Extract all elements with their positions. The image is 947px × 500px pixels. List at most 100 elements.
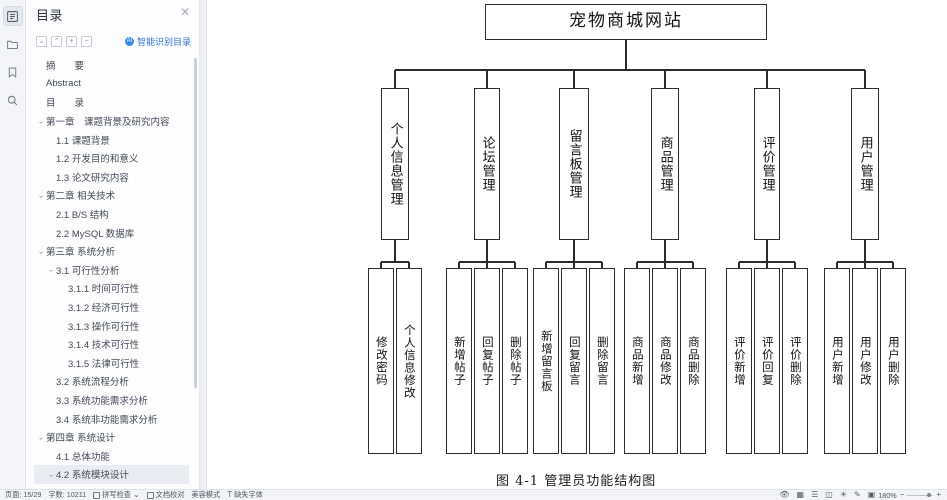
folder-icon[interactable] [3,34,23,54]
toc-item-label: 第四章 系统设计 [46,433,116,445]
toc-item[interactable]: ⌄4.2 系统模块设计 [34,465,189,484]
facing-view-icon[interactable]: ◫ [825,490,833,499]
toc-item[interactable]: ⌄3.4 系统非功能需求分析 [34,409,189,428]
leaf-bus [546,261,602,263]
expand-all-icon[interactable]: + [66,35,77,47]
toc-item[interactable]: ⌄3.1.4 技术可行性 [34,335,189,354]
smart-toc-button[interactable]: AI 智能识别目录 [124,35,191,48]
diagram-leaf-box: 新增帖子 [446,268,472,454]
toc-item[interactable]: ⌄3.1 可行性分析 [34,261,189,280]
toc-header: 目录 ✕ [26,0,199,30]
leaf-bus [637,261,693,263]
document-page: 图 4-1 管理员功能结构图 宠物商城网站个人信息管理修改密码个人信息修改论坛管… [207,0,947,489]
leaf-stem [738,262,740,268]
beauty-mode-button[interactable]: 美容模式 [191,490,221,499]
toc-item[interactable]: ⌄目 录 [34,93,189,112]
collapse-up-icon[interactable]: ⌃ [51,35,62,47]
toc-item-label: 4.3.3 数据库表设计 [68,486,149,490]
expand-down-icon[interactable]: ⌄ [36,35,47,47]
collapse-all-icon[interactable]: − [81,35,92,47]
branch-drop [486,240,488,262]
leaf-stem [794,262,796,268]
zoom-knob[interactable] [927,492,932,497]
fit-page-icon[interactable]: ▣ [867,490,876,499]
toc-item[interactable]: ⌄3.2 系统流程分析 [34,372,189,391]
close-icon[interactable]: ✕ [179,5,191,19]
zoom-level: 180% [878,490,897,500]
zoom-in-icon[interactable]: + [936,490,941,499]
zoom-out-icon[interactable]: − [899,490,905,499]
toc-item[interactable]: ⌄3.1.5 法律可行性 [34,354,189,373]
toc-item[interactable]: ⌄第一章 课题背景及研究内容 [34,112,189,131]
missing-font-label: 缺失字体 [234,490,263,499]
toc-item[interactable]: ⌄3.1.2 经济可行性 [34,298,189,317]
chevron-down-icon[interactable]: ⌄ [132,490,140,499]
proofread-button[interactable]: 文档校对 [146,490,184,500]
toc-item-label: 第一章 课题背景及研究内容 [46,117,170,129]
toc-item[interactable]: ⌄摘 要 [34,56,189,75]
toc-item[interactable]: ⌄第二章 相关技术 [34,186,189,205]
toc-title: 目录 [36,8,64,23]
word-count: 字数: 10211 [48,490,87,499]
document-canvas: 图 4-1 管理员功能结构图 宠物商城网站个人信息管理修改密码个人信息修改论坛管… [207,0,947,489]
toc-item[interactable]: ⌄Abstract [34,75,189,94]
panel-divider[interactable] [200,0,207,489]
leaf-stem [892,262,894,268]
proofread-icon [146,491,154,499]
missing-font-button[interactable]: T 缺失字体 [227,490,263,500]
diagram-leaf-box: 用户修改 [852,268,878,454]
bookmark-icon[interactable] [3,62,23,82]
toc-item[interactable]: ⌄1.3 论文研究内容 [34,168,189,187]
diagram-leaf-box: 评价新增 [726,268,752,454]
outline-icon[interactable] [2,6,23,26]
toc-item[interactable]: ⌄1.1 课题背景 [34,130,189,149]
toc-item-list[interactable]: ⌄摘 要⌄Abstract⌄目 录⌄第一章 课题背景及研究内容⌄1.1 课题背景… [26,54,199,489]
toc-item[interactable]: ⌄4.3.3 数据库表设计 [34,484,189,490]
eye-icon[interactable]: 👁 [779,490,790,499]
search-icon[interactable] [3,90,23,110]
toc-item[interactable]: ⌄2.2 MySQL 数据库 [34,223,189,242]
toc-item[interactable]: ⌄3.1.3 操作可行性 [34,316,189,335]
toc-panel: 目录 ✕ ⌄ ⌃ + − AI 智能识别目录 ⌄摘 要⌄Abstract⌄目 录… [26,0,200,489]
toc-item[interactable]: ⌄4.1 总体功能 [34,446,189,465]
branch-stem [394,70,396,88]
diagram-root-box: 宠物商城网站 [485,4,767,40]
status-bar: 页面: 15/29 字数: 10211 拼写检查 ⌄ 文档校对 美容模式 T 缺… [0,489,947,500]
figure-caption: 图 4-1 管理员功能结构图 [496,474,657,489]
toc-item[interactable]: ⌄2.1 B/S 结构 [34,205,189,224]
chevron-down-icon[interactable]: ⌄ [47,470,55,478]
toc-item[interactable]: ⌄1.2 开发目的和意义 [34,149,189,168]
toc-item[interactable]: ⌄3.1.1 时间可行性 [34,279,189,298]
web-view-icon[interactable]: ☀ [839,490,847,499]
leaf-stem [573,262,575,268]
chevron-down-icon[interactable]: ⌄ [37,433,45,441]
page-view-icon[interactable]: ▦ [796,490,805,499]
toc-item-label: 4.2 系统模块设计 [56,470,129,482]
zoom-slider[interactable] [907,492,934,497]
toc-item-label: 1.3 论文研究内容 [56,172,129,184]
toc-scrollbar[interactable] [194,58,197,388]
branch-drop [766,240,768,262]
diagram-leaf-box: 删除留言 [589,268,615,454]
toc-item[interactable]: ⌄第三章 系统分析 [34,242,189,261]
toc-item-label: 1.1 课题背景 [56,135,110,147]
spellcheck-toggle[interactable]: 拼写检查 ⌄ [93,490,140,500]
branch-stem [766,70,768,88]
toc-item-label: 2.1 B/S 结构 [56,210,109,222]
chevron-down-icon[interactable]: ⌄ [37,117,45,125]
level1-bus [395,69,865,71]
diagram-leaf-box: 用户删除 [880,268,906,454]
chevron-down-icon[interactable]: ⌄ [37,247,45,255]
toc-item[interactable]: ⌄第四章 系统设计 [34,428,189,447]
highlight-icon[interactable]: ✎ [854,490,861,499]
toc-item[interactable]: ⌄3.3 系统功能需求分析 [34,391,189,410]
leaf-stem [601,262,603,268]
leaf-stem [545,262,547,268]
zoom-control[interactable]: ▣ 180% − + [868,491,941,500]
chevron-down-icon[interactable]: ⌄ [47,266,55,274]
leaf-stem [408,262,410,268]
root-stem [625,40,627,70]
diagram-leaf-box: 商品删除 [680,268,706,454]
continuous-view-icon[interactable]: ☰ [811,490,819,499]
chevron-down-icon[interactable]: ⌄ [37,191,45,200]
